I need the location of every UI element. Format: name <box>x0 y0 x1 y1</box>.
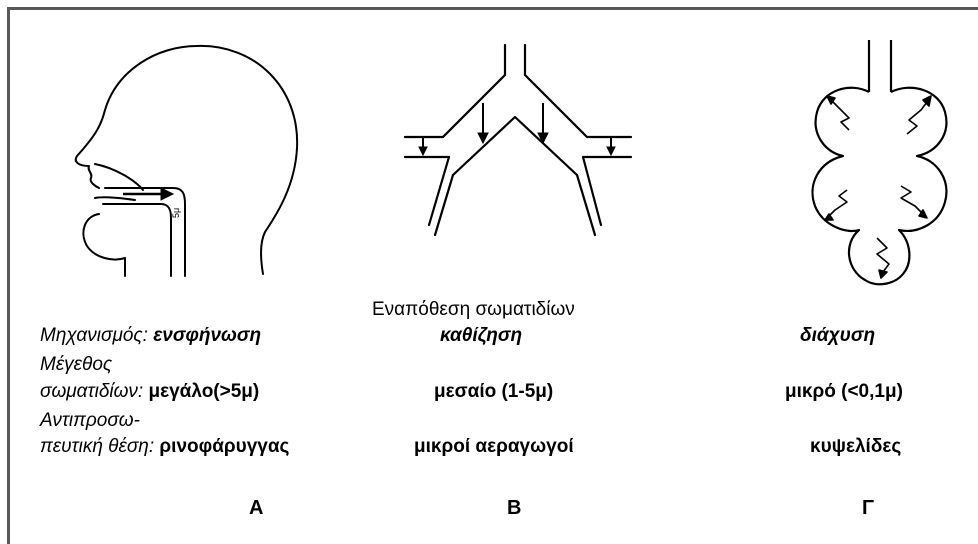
svg-text:5μ: 5μ <box>171 208 181 218</box>
mechanism-b: καθίζηση <box>440 325 522 347</box>
mechanism-a: ενσφήνωση <box>153 325 261 346</box>
site-b: μικροί αεραγωγοί <box>414 436 574 458</box>
alveoli-outline <box>813 88 947 285</box>
column-letter-b: B <box>507 497 521 519</box>
site-row: πευτική θέση: ρινοφάρυγγας <box>40 436 289 458</box>
column-letter-c: Γ <box>862 497 874 519</box>
size-label-line1: Μέγεθος <box>40 354 112 376</box>
alveoli-figure <box>795 30 965 290</box>
head-outline <box>76 46 197 188</box>
head-profile-figure: 5μ <box>65 18 335 278</box>
figure-caption: Εναπόθεση σωματιδίων <box>372 299 575 321</box>
site-label-line1: Αντιπροσω- <box>40 410 140 432</box>
size-label-line2: σωματιδίων: <box>40 381 143 402</box>
site-label-line2: πευτική θέση: <box>40 436 154 457</box>
airflow-arrow <box>123 188 173 200</box>
mechanism-label: Μηχανισμός: <box>40 325 148 346</box>
site-a: ρινοφάρυγγας <box>159 436 289 457</box>
size-row: σωματιδίων: μεγάλο(>5μ) <box>40 381 259 403</box>
size-a: μεγάλο(>5μ) <box>148 381 259 402</box>
column-letter-a: A <box>249 497 263 519</box>
mechanism-row: Μηχανισμός: ενσφήνωση <box>40 325 261 347</box>
site-c: κυψελίδες <box>810 436 901 458</box>
bronchi-bifurcation-figure <box>395 35 655 255</box>
diffusion-path-1 <box>831 100 849 130</box>
size-c: μικρό (<0,1μ) <box>785 381 903 403</box>
size-b: μεσαίο (1-5μ) <box>434 381 553 403</box>
mechanism-c: διάχυση <box>800 325 875 347</box>
